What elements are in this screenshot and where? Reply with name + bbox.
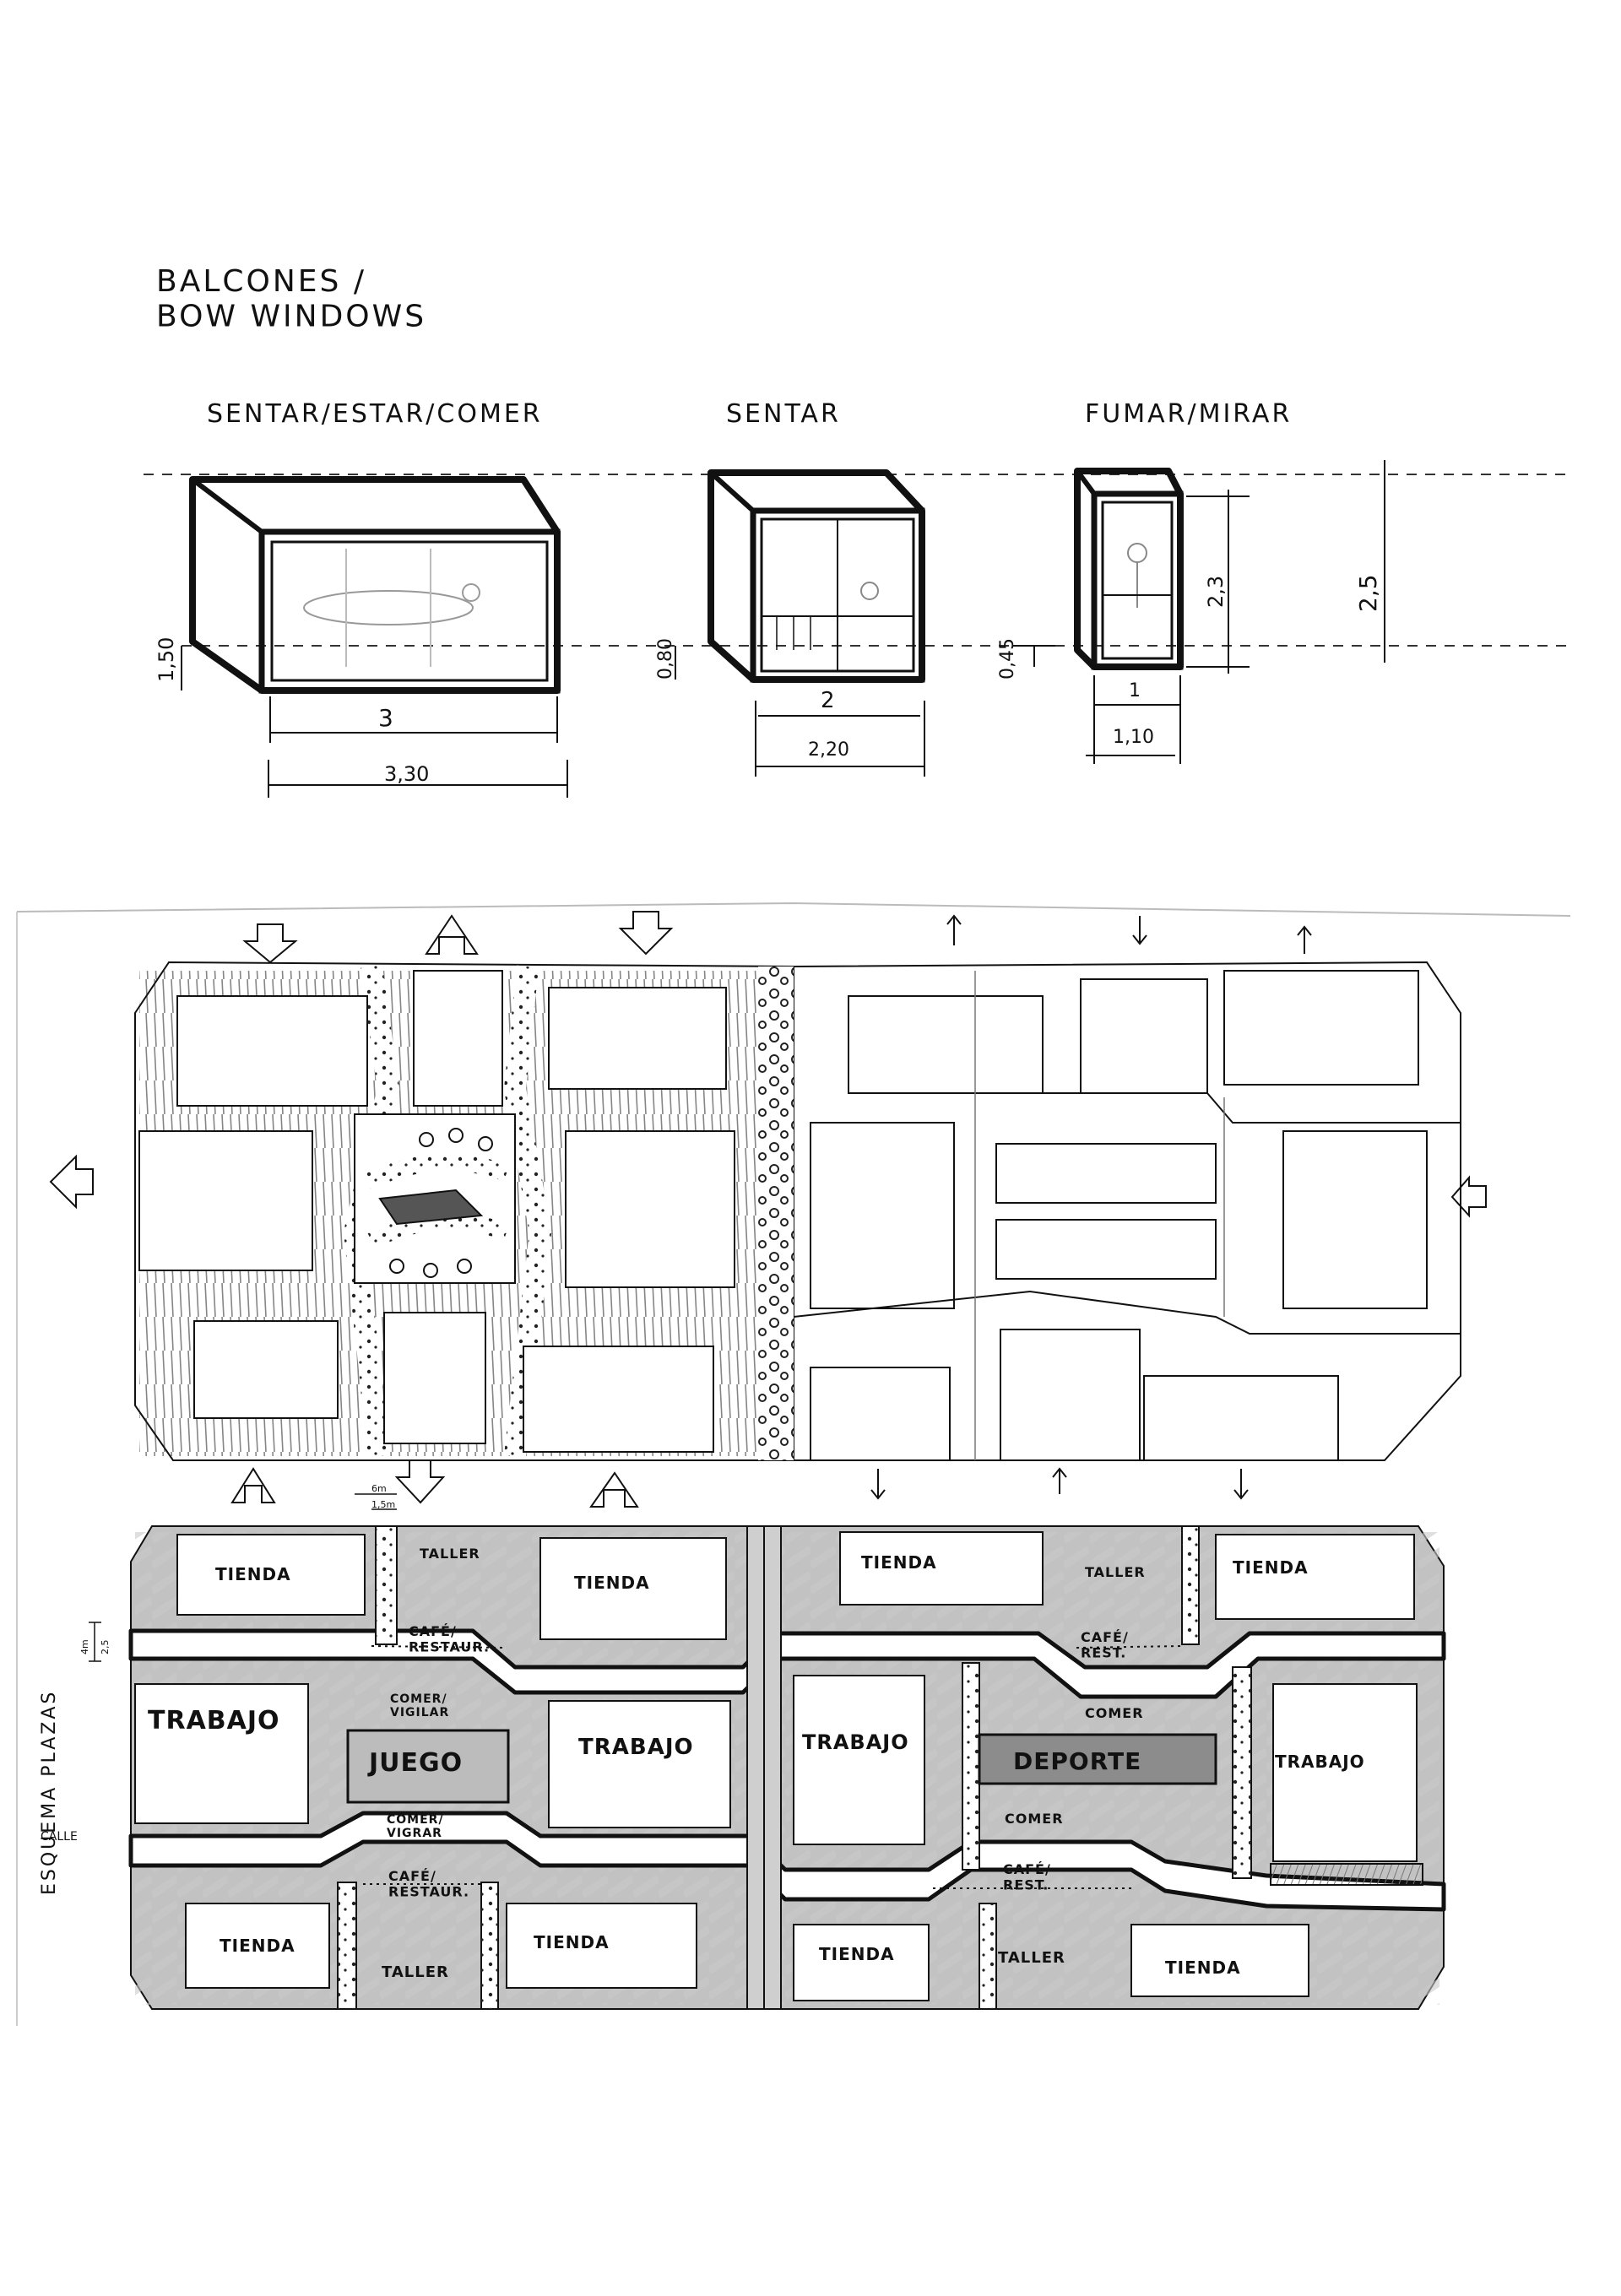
balcony-3-inner-width: 1 [1129, 680, 1141, 701]
cafe-rest-label-1: CAFÉ/REST. [1081, 1629, 1129, 1660]
comer-label-1: COMER [1085, 1705, 1144, 1721]
balcony-3-drawing [1013, 460, 1385, 764]
deporte-label: DEPORTE [1013, 1747, 1141, 1775]
trabajo-label-1: TRABAJO [148, 1706, 280, 1736]
trabajo-label-2: TRABAJO [578, 1735, 694, 1760]
taller-label-3: TALLER [382, 1963, 449, 1981]
taller-label-4: TALLER [998, 1949, 1065, 1967]
balcony-2-use-label: SENTAR [726, 399, 841, 429]
tienda-label-8: TIENDA [1165, 1958, 1241, 1978]
balcony-1-use-label: SENTAR/ESTAR/COMER [207, 399, 543, 429]
balcony-3-outer-width: 1,10 [1113, 727, 1154, 748]
balcony-1-inner-width: 3 [378, 704, 393, 732]
cafe-restaur-label-1: CAFÉ/RESTAUR. [409, 1623, 490, 1654]
tienda-label-2: TIENDA [574, 1573, 650, 1593]
tienda-label-5: TIENDA [220, 1936, 295, 1956]
balcony-2-outer-width: 2,20 [808, 739, 849, 761]
dim-6m: 6m [371, 1483, 387, 1494]
tienda-label-4: TIENDA [1233, 1557, 1309, 1578]
juego-label: JUEGO [367, 1748, 463, 1778]
page-title: BALCONES /BOW WINDOWS [156, 264, 426, 333]
esquema-plazas-label: ESQUEMA PLAZAS [39, 1690, 60, 1895]
comer-vigilar-label: COMER/VIGILAR [390, 1692, 449, 1719]
balcony-2-drawing [675, 469, 925, 777]
site-plan-sketch [16, 902, 1571, 2026]
comer-vigrar-label: COMER/VIGRAR [387, 1813, 444, 1840]
taller-label-1: TALLER [420, 1546, 480, 1562]
trabajo-label-3: TRABAJO [802, 1730, 909, 1754]
taller-label-2: TALLER [1085, 1564, 1146, 1580]
tienda-label-1: TIENDA [215, 1564, 291, 1584]
balcony-1-height: 1,50 [155, 637, 178, 682]
plaza-scheme [89, 1493, 1446, 2010]
balcony-1-drawing [181, 476, 568, 798]
dim-4m: 4m [79, 1639, 90, 1654]
balcony-3-total-height: 2,5 [1354, 574, 1382, 612]
balcony-3-use-label: FUMAR/MIRAR [1085, 399, 1292, 429]
dim-25: 2,5 [100, 1640, 111, 1655]
cafe-rest-label-2: CAFÉ/REST. [1003, 1861, 1051, 1893]
trabajo-label-4: TRABAJO [1275, 1752, 1365, 1772]
tienda-label-3: TIENDA [861, 1552, 937, 1573]
calle-label: CALLE [41, 1830, 78, 1844]
comer-label-2: COMER [1005, 1811, 1064, 1827]
balcony-2-height: 0,80 [655, 638, 676, 680]
tienda-label-6: TIENDA [534, 1932, 610, 1952]
tienda-label-7: TIENDA [819, 1944, 895, 1964]
cafe-restaur-label-2: CAFÉ/RESTAUR. [388, 1868, 469, 1899]
balcony-2-inner-width: 2 [821, 688, 835, 713]
balcony-3-box-height: 2,3 [1204, 576, 1228, 608]
balcony-1-outer-width: 3,30 [384, 762, 429, 786]
balcony-3-height: 0,45 [997, 638, 1018, 680]
dim-15m: 1,5m [371, 1499, 395, 1510]
